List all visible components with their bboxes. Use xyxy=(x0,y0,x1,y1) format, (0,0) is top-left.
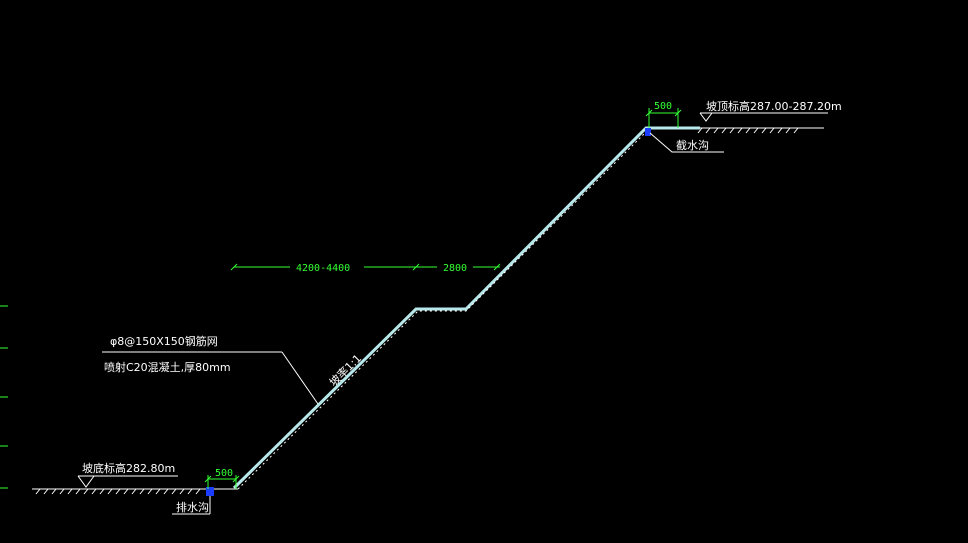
mesh-callout: φ8@150X150钢筋网 喷射C20混凝土,厚80mm xyxy=(102,334,319,405)
bottom-elevation-marker: 坡底标高282.80m xyxy=(77,461,178,488)
bottom-berm-value: 500 xyxy=(215,468,233,479)
top-ditch-callout: 截水沟 xyxy=(649,132,724,153)
left-ruler-ticks xyxy=(0,305,8,489)
top-berm-dimension: 500 xyxy=(645,101,682,128)
bottom-berm-dimension: 500 xyxy=(204,468,240,489)
bottom-ditch-label: 排水沟 xyxy=(176,500,209,514)
top-elevation-marker: 坡顶标高287.00-287.20m xyxy=(699,99,842,122)
mesh-label: φ8@150X150钢筋网 xyxy=(110,334,218,348)
bottom-elevation-label: 坡底标高282.80m xyxy=(82,461,175,475)
lower-span-value: 4200-4400 xyxy=(296,263,350,274)
bottom-ground xyxy=(32,488,238,495)
shotcrete-label: 喷射C20混凝土,厚80mm xyxy=(104,360,231,374)
top-berm-value: 500 xyxy=(654,101,672,112)
top-ditch-label: 截水沟 xyxy=(676,138,709,152)
slope-profile xyxy=(232,126,700,490)
span-dimension: 4200-4400 2800 xyxy=(230,263,501,274)
bench-width-value: 2800 xyxy=(443,263,467,274)
top-elevation-label: 坡顶标高287.00-287.20m xyxy=(706,99,842,113)
bottom-ditch-callout: 排水沟 xyxy=(172,496,211,515)
bottom-ditch-icon xyxy=(206,487,214,496)
top-ditch-icon xyxy=(645,128,651,136)
